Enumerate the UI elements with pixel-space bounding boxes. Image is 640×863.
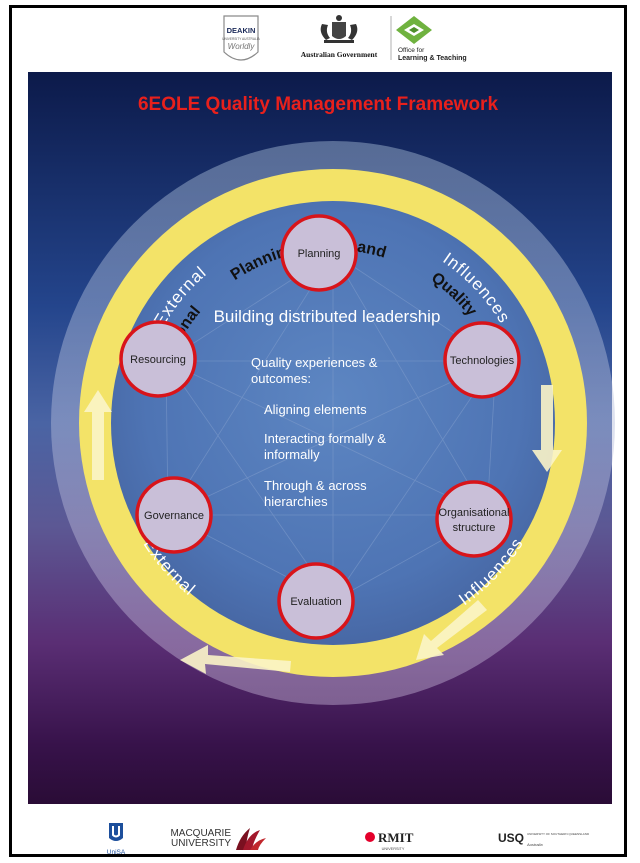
usq-name: USQ	[498, 831, 524, 845]
header-logos: DEAKIN UNIVERSITY AUSTRALIA Worldly Aust…	[222, 15, 467, 62]
deakin-logo: DEAKIN UNIVERSITY AUSTRALIA Worldly	[222, 15, 261, 61]
unisa-shield-icon	[109, 823, 123, 841]
footer-logos: UniSA MACQUARIE UNIVERSITY RMIT UNIVERSI…	[107, 823, 590, 856]
olt-line1: Office for	[398, 47, 425, 54]
olt-line2: Learning & Teaching	[398, 55, 467, 62]
deakin-sub: UNIVERSITY AUSTRALIA	[222, 37, 260, 41]
coat-of-arms-icon	[320, 15, 358, 43]
usq-logo: USQ UNIVERSITY OF SOUTHERN QUEENSLAND Au…	[498, 831, 590, 847]
macquarie-logo: MACQUARIE UNIVERSITY	[170, 828, 266, 850]
macquarie-flame-icon	[236, 828, 266, 850]
rmit-sub: UNIVERSITY	[382, 847, 405, 851]
usq-tag: Australia	[526, 842, 543, 847]
gov-name: Australian Government	[301, 50, 378, 59]
deakin-name: DEAKIN	[227, 26, 256, 35]
rmit-logo: RMIT UNIVERSITY	[365, 830, 414, 851]
deakin-tagline: Worldly	[228, 42, 256, 51]
olt-mark-icon	[396, 16, 432, 44]
macquarie-line1: MACQUARIE	[170, 828, 231, 839]
olt-logo: Office for Learning & Teaching	[396, 16, 467, 62]
rmit-name: RMIT	[378, 830, 414, 845]
australian-government-logo: Australian Government	[301, 15, 378, 59]
framework-poster	[28, 72, 612, 804]
usq-sub: UNIVERSITY OF SOUTHERN QUEENSLAND	[527, 832, 590, 836]
unisa-logo: UniSA	[107, 823, 126, 856]
macquarie-line2: UNIVERSITY	[171, 838, 231, 849]
unisa-name: UniSA	[107, 849, 126, 856]
rmit-pixel-icon	[365, 832, 375, 842]
